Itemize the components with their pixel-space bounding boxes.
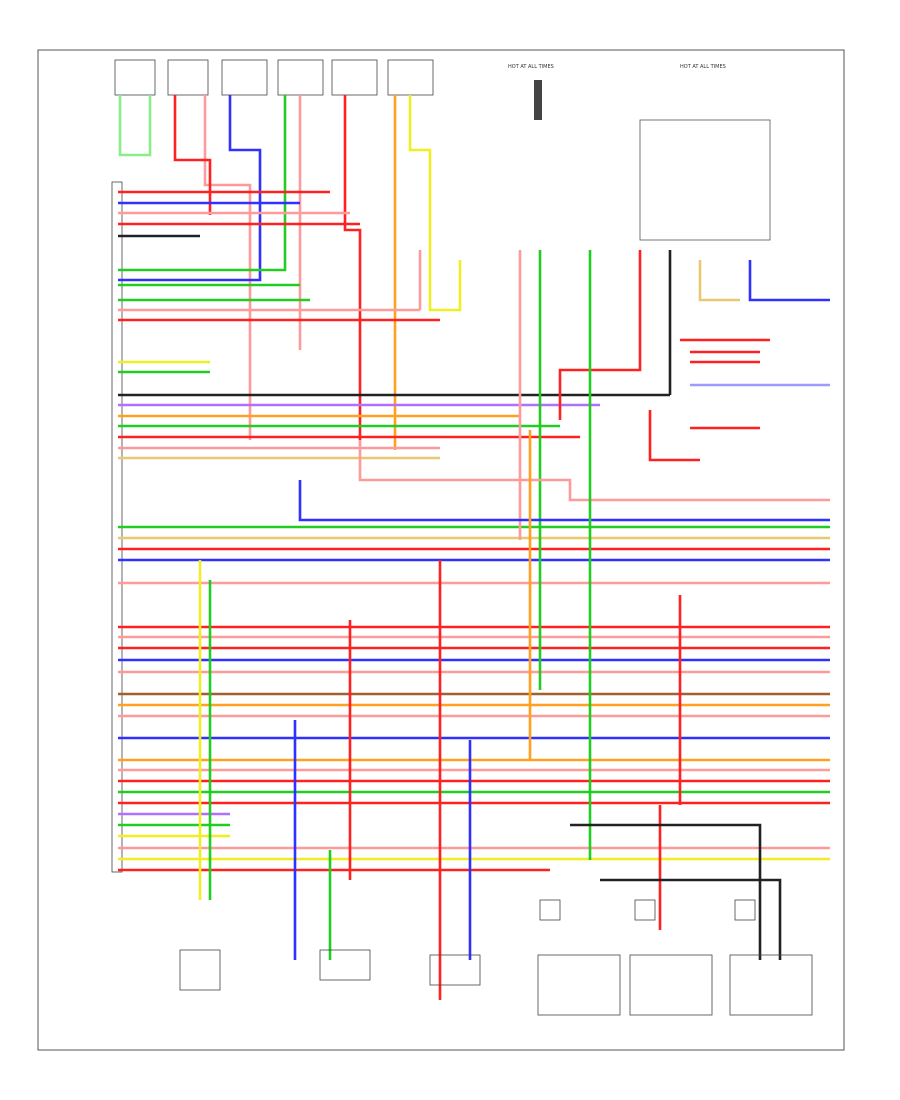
bottom-components: [179, 899, 813, 1016]
right-relay-wires: [648, 338, 830, 462]
hot-at-all-times-label-1: HOT AT ALL TIMES: [508, 64, 554, 70]
main-relay-box: [639, 119, 771, 241]
right-vertical-wires: [198, 250, 830, 1000]
fuse-block: [534, 80, 542, 120]
top-sensor-wires: [118, 95, 462, 450]
top-sensor-group: [114, 59, 434, 96]
diagram-frame: [37, 49, 845, 1051]
hot-at-all-times-label-2: HOT AT ALL TIMES: [680, 64, 726, 70]
harness-wires: [118, 190, 830, 872]
